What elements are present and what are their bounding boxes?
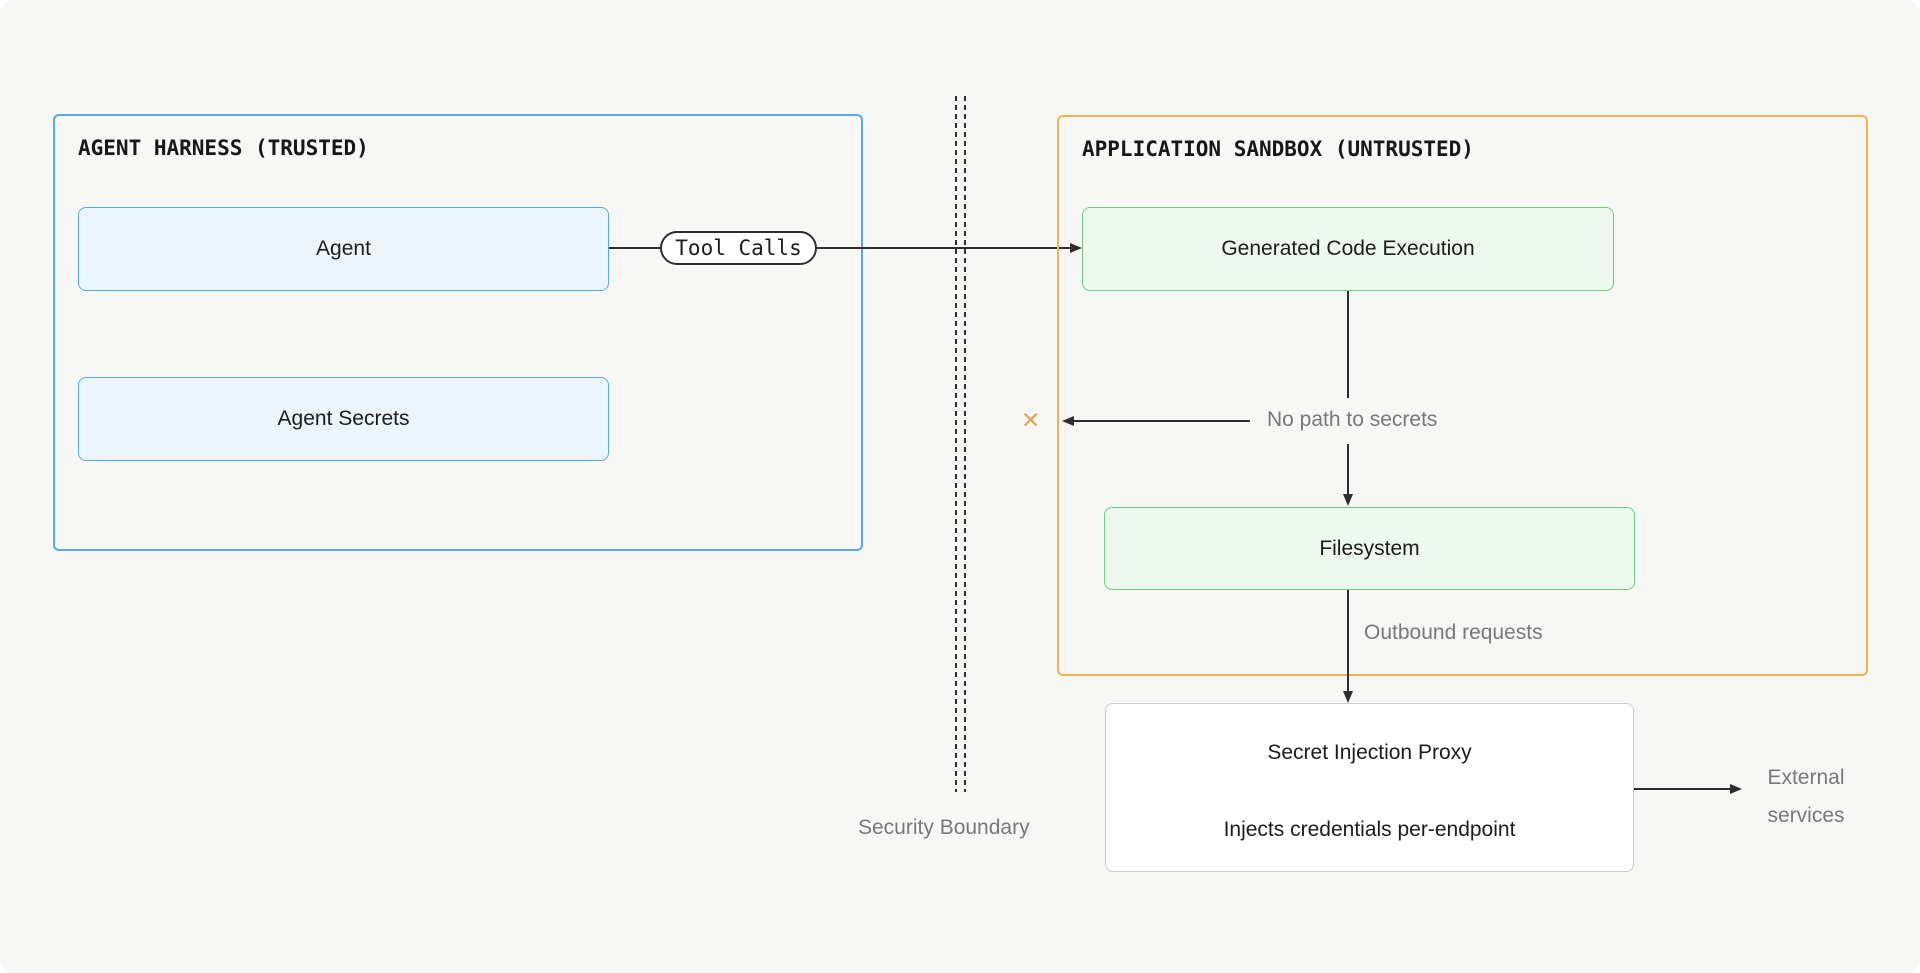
node-filesystem: Filesystem <box>1104 507 1635 590</box>
security-boundary-label: Security Boundary <box>858 816 1030 839</box>
flow-line-filesystem-to-proxy <box>1347 590 1349 691</box>
secret-injection-proxy-subtitle: Injects credentials per-endpoint <box>1223 818 1516 841</box>
security-boundary-line-left <box>955 96 957 792</box>
application-sandbox-title: APPLICATION SANDBOX (UNTRUSTED) <box>1082 137 1474 161</box>
tool-calls-edge-label: Tool Calls <box>675 236 802 260</box>
node-generated-code-execution: Generated Code Execution <box>1082 207 1614 291</box>
external-services-arrowhead-icon <box>1730 784 1742 794</box>
flow-line-label-to-filesystem <box>1347 444 1349 495</box>
proxy-arrowhead-icon <box>1343 691 1353 703</box>
external-services-label-line1: External <box>1767 766 1845 789</box>
node-generated-code-execution-label: Generated Code Execution <box>1221 237 1475 260</box>
external-services-edge <box>1634 788 1731 790</box>
application-sandbox-group <box>1057 115 1868 676</box>
secret-injection-proxy-title: Secret Injection Proxy <box>1267 741 1472 764</box>
tool-calls-edge-segment-right <box>817 247 1071 249</box>
node-secret-injection-proxy: Secret Injection Proxy Injects credentia… <box>1105 703 1634 872</box>
tool-calls-edge-pill: Tool Calls <box>660 231 817 265</box>
blocked-secrets-arrowhead-icon <box>1062 416 1074 426</box>
agent-harness-title: AGENT HARNESS (TRUSTED) <box>78 136 369 160</box>
blocked-x-icon: ✕ <box>1021 407 1041 433</box>
node-agent-secrets: Agent Secrets <box>78 377 609 461</box>
node-agent-secrets-label: Agent Secrets <box>277 407 410 430</box>
node-agent: Agent <box>78 207 609 291</box>
outbound-requests-label: Outbound requests <box>1364 621 1543 644</box>
tool-calls-edge-segment-left <box>609 247 662 249</box>
no-path-to-secrets-label: No path to secrets <box>1267 408 1438 431</box>
agent-harness-group <box>53 114 863 551</box>
external-services-label: External services <box>1756 759 1856 835</box>
flow-line-gce-to-label <box>1347 291 1349 398</box>
security-boundary-line-right <box>964 96 966 792</box>
tool-calls-arrowhead-icon <box>1070 243 1082 253</box>
node-filesystem-label: Filesystem <box>1319 536 1420 560</box>
node-agent-label: Agent <box>316 237 371 260</box>
filesystem-arrowhead-icon <box>1343 494 1353 506</box>
blocked-secrets-edge <box>1074 420 1250 422</box>
external-services-label-line2: services <box>1767 804 1845 827</box>
